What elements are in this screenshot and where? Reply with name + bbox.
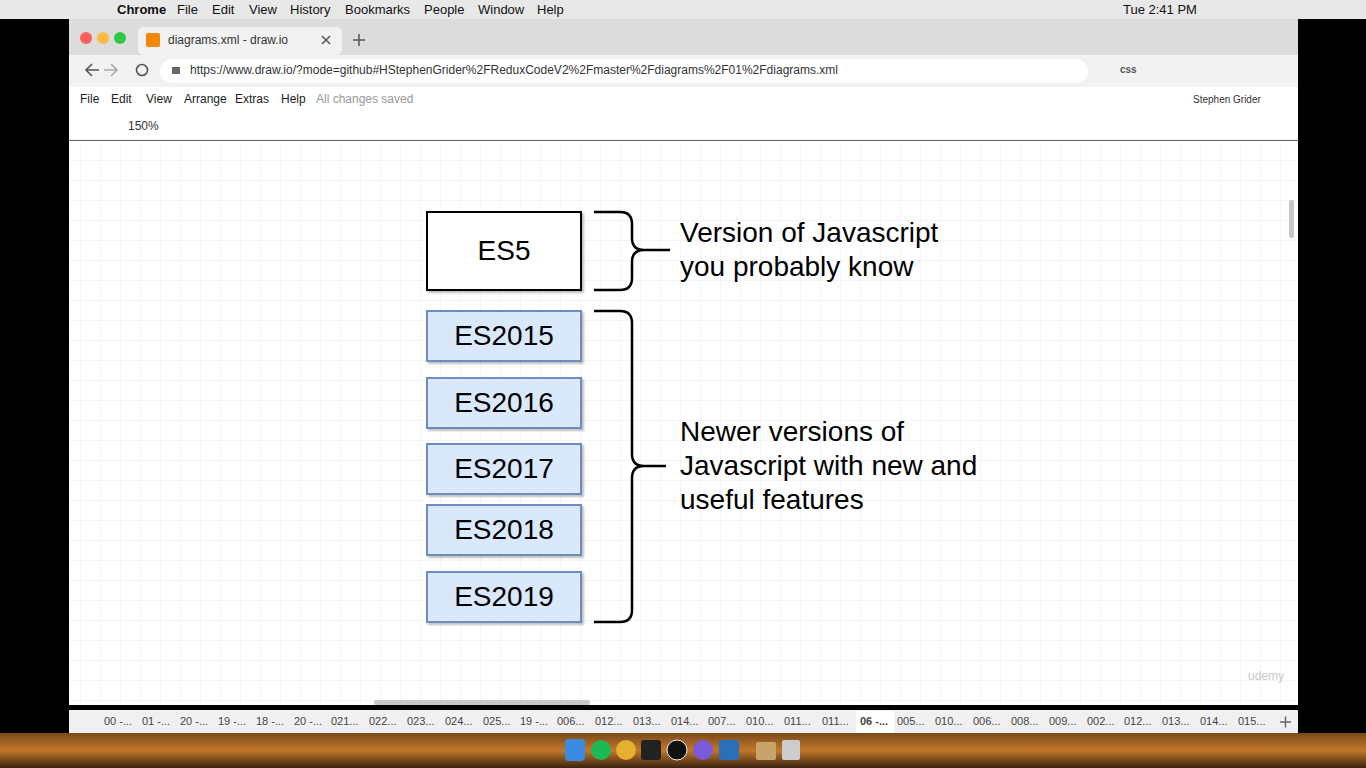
page-tab: 00 -...: [104, 715, 132, 728]
page-tab: 012...: [595, 715, 623, 728]
page-tab: 002...: [1087, 715, 1115, 728]
page-tab: 013...: [1162, 715, 1190, 728]
page-tab: 015...: [1238, 715, 1266, 728]
version-box: ES2019: [426, 571, 582, 623]
menu-item: Bookmarks: [345, 2, 410, 18]
save-status: All changes saved: [316, 92, 413, 106]
page-tab: 021...: [331, 715, 359, 728]
page-tab: 014...: [671, 715, 699, 728]
page-tab: 006...: [973, 715, 1001, 728]
back-icon: [86, 64, 99, 76]
bracket: [594, 311, 666, 622]
desktop-wallpaper: [0, 733, 1366, 768]
url-field: [160, 59, 1088, 83]
add-page: [1280, 717, 1291, 728]
page-tab: 19 -...: [520, 715, 548, 728]
zoom-button: [114, 32, 126, 44]
drawio-menubar: [69, 87, 1298, 112]
menu-item: Window: [478, 2, 524, 18]
dock-icons: [565, 739, 800, 761]
menu-item: View: [146, 92, 172, 106]
page-tab: 012...: [1124, 715, 1152, 728]
page-tab: 18 -...: [256, 715, 284, 728]
tab-title: diagrams.xml - draw.io: [168, 33, 288, 47]
menu-item: View: [249, 2, 277, 18]
version-box: ES2018: [426, 504, 582, 556]
mac-menubar: [0, 0, 1366, 19]
page-tab: 022...: [369, 715, 397, 728]
page-tab: 010...: [935, 715, 963, 728]
bracket: [594, 212, 670, 290]
extension-icon: css: [1120, 64, 1137, 76]
page-tab: 013...: [633, 715, 661, 728]
scrollbar: [1289, 200, 1294, 238]
page-tab: 01 -...: [142, 715, 170, 728]
zoom-level: 150%: [128, 119, 159, 133]
menu-item: Extras: [235, 92, 269, 106]
box-label: ES5: [478, 235, 531, 267]
box-label: ES2017: [454, 453, 554, 485]
menu-item: Edit: [212, 2, 234, 18]
box-label: ES2016: [454, 387, 554, 419]
page-tab-bar: [69, 710, 1298, 733]
page-tab: 20 -...: [294, 715, 322, 728]
page-tab: 024...: [445, 715, 473, 728]
address-bar: [69, 55, 1298, 87]
minimize-button: [97, 32, 109, 44]
menu-item: History: [290, 2, 330, 18]
menu-item: Edit: [111, 92, 132, 106]
browser-tab: [138, 27, 342, 55]
favicon: [146, 33, 160, 47]
menu-item: File: [177, 2, 198, 18]
page-tab: 006...: [557, 715, 585, 728]
menu-item: People: [424, 2, 464, 18]
user-name: Stephen Grider: [1193, 94, 1261, 106]
url-text: https://www.draw.io/?mode=github#HStephe…: [190, 63, 838, 77]
new-tab: [353, 34, 365, 46]
page-tab: 023...: [407, 715, 435, 728]
page-tab: 20 -...: [180, 715, 208, 728]
page-tab: 009...: [1049, 715, 1077, 728]
toolbar-border: [69, 140, 1298, 141]
page-tab: 06 -...: [860, 715, 888, 728]
page-tab: 007...: [708, 715, 736, 728]
page-tab: 011...: [822, 715, 849, 728]
box-label: ES2019: [454, 581, 554, 613]
watermark: udemy: [1248, 669, 1284, 683]
canvas-grid: [69, 141, 1298, 705]
page-tab: 010...: [746, 715, 774, 728]
tab-strip: [69, 19, 1298, 55]
version-box: ES2016: [426, 377, 582, 429]
menu-item: Help: [281, 92, 306, 106]
page-tab: 19 -...: [218, 715, 246, 728]
clock: Tue 2:41 PM: [1123, 2, 1197, 18]
lock-icon: [172, 67, 180, 74]
version-box: ES2015: [426, 310, 582, 362]
scrollbar: [374, 700, 590, 705]
tab-close: [322, 36, 330, 44]
box-label: ES2015: [454, 320, 554, 352]
menu-item: Arrange: [184, 92, 227, 106]
page-tab: 008...: [1011, 715, 1039, 728]
active-page-tab: [856, 711, 894, 733]
menu-item: Help: [537, 2, 564, 18]
page-tab: 014...: [1200, 715, 1228, 728]
page-tab: 011...: [784, 715, 811, 728]
note-text: Newer versions of Javascript with new an…: [680, 415, 980, 517]
box-label: ES2018: [454, 514, 554, 546]
drawio-toolbar: [69, 112, 1298, 140]
menu-item: File: [80, 92, 99, 106]
version-box: ES2017: [426, 443, 582, 495]
forward-icon: [104, 64, 117, 76]
app-menu: Chrome: [117, 2, 166, 18]
note-text: Version of Javascript you probably know: [680, 216, 980, 284]
page-tab: 005...: [897, 715, 925, 728]
reload-icon: [137, 65, 148, 76]
page-tab: 025...: [483, 715, 511, 728]
close-button: [80, 32, 92, 44]
canvas: [69, 141, 1298, 705]
version-box: ES5: [426, 211, 582, 291]
